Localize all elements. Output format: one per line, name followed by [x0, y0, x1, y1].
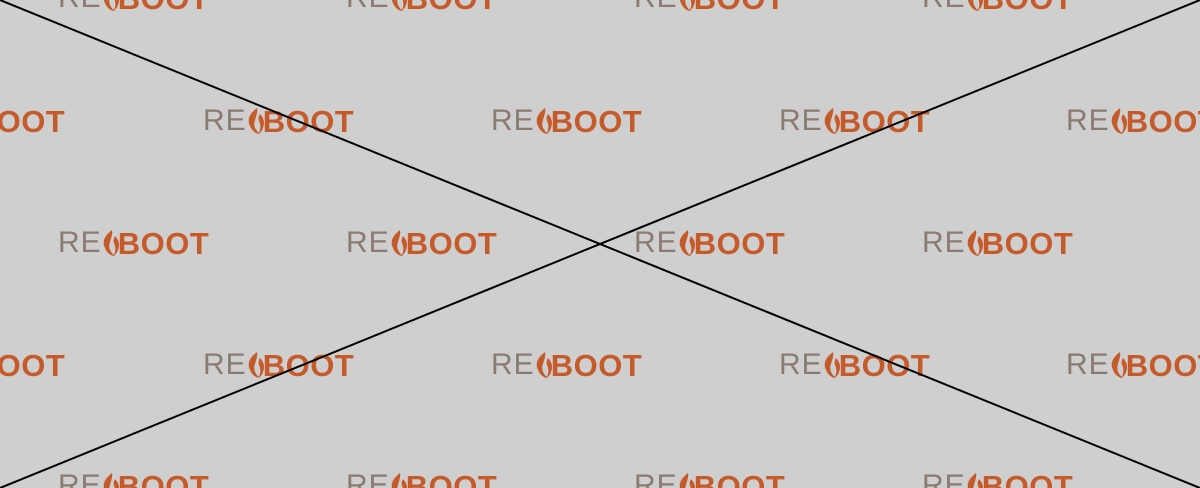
logo-prefix-text: RE [634, 226, 678, 259]
logo-prefix-text: RE [779, 104, 823, 137]
logo-suffix-text: BOOT [693, 225, 786, 261]
logo-suffix-text: BOOT [117, 468, 210, 488]
reboot-logo: RE BOOT [58, 0, 209, 16]
logo-prefix-text: RE [634, 0, 678, 13]
reboot-logo: RE BOOT [922, 468, 1073, 488]
logo-prefix-text: RE [58, 0, 102, 13]
logo-prefix-text: RE [1066, 104, 1110, 137]
logo-prefix-text: RE [779, 348, 823, 381]
logo-suffix-text: BOOT [838, 347, 931, 383]
reboot-logo: RE BOOT [58, 468, 209, 488]
logo-suffix-text: BOOT [0, 347, 66, 383]
logo-prefix-text: RE [203, 348, 247, 381]
logo-prefix-text: RE [346, 226, 390, 259]
reboot-logo: RE BOOT [922, 225, 1073, 261]
logo-suffix-text: BOOT [406, 0, 498, 14]
logo-suffix-text: BOOT [838, 103, 931, 139]
logo-suffix-text: BOOT [694, 0, 786, 14]
reboot-logo: RE BOOT [634, 468, 785, 488]
logo-prefix-text: RE [491, 348, 535, 381]
reboot-logo: RE BOOT [491, 347, 642, 383]
reboot-logo: RE BOOT [346, 0, 497, 16]
logo-prefix-text: RE [1066, 348, 1110, 381]
logo-suffix-text: BOOT [262, 347, 355, 383]
logo-suffix-text: BOOT [405, 468, 498, 488]
reboot-logo: RE BOOT [779, 347, 930, 383]
reboot-logo: RE BOOT [203, 103, 354, 139]
logo-suffix-text: BOOT [262, 103, 355, 139]
reboot-logo: RE BOOT [58, 225, 209, 261]
logo-prefix-text: RE [346, 0, 390, 13]
logo-prefix-text: RE [346, 469, 390, 488]
reboot-logo: RE BOOT [1066, 347, 1200, 383]
reboot-logo: RE BOOT [1066, 103, 1200, 139]
logo-suffix-text: BOOT [693, 468, 786, 488]
logo-prefix-text: RE [634, 469, 678, 488]
logo-suffix-text: BOOT [0, 103, 66, 139]
logo-suffix-text: BOOT [981, 225, 1074, 261]
reboot-logo: RE BOOT [346, 225, 497, 261]
logo-suffix-text: BOOT [982, 0, 1074, 14]
logo-prefix-text: RE [922, 469, 966, 488]
logo-suffix-text: BOOT [550, 347, 643, 383]
logo-suffix-text: BOOT [1125, 103, 1200, 139]
logo-prefix-text: RE [203, 104, 247, 137]
reboot-logo: RE BOOT [634, 225, 785, 261]
logo-suffix-text: BOOT [118, 0, 210, 14]
logo-prefix-text: RE [58, 226, 102, 259]
logo-prefix-text: RE [922, 226, 966, 259]
logo-suffix-text: BOOT [981, 468, 1074, 488]
reboot-logo: RE BOOT [491, 103, 642, 139]
logo-prefix-text: RE [491, 104, 535, 137]
logo-prefix-text: RE [922, 0, 966, 13]
logo-suffix-text: BOOT [550, 103, 643, 139]
reboot-logo: RE BOOT [634, 0, 785, 16]
logo-suffix-text: BOOT [405, 225, 498, 261]
reboot-logo: RE BOOT [203, 347, 354, 383]
logo-suffix-text: BOOT [1125, 347, 1200, 383]
reboot-logo: RE BOOT [922, 0, 1073, 16]
reboot-logo: RE BOOT [346, 468, 497, 488]
logo-prefix-text: RE [58, 469, 102, 488]
reboot-logo: RE BOOT [779, 103, 930, 139]
logo-suffix-text: BOOT [117, 225, 210, 261]
